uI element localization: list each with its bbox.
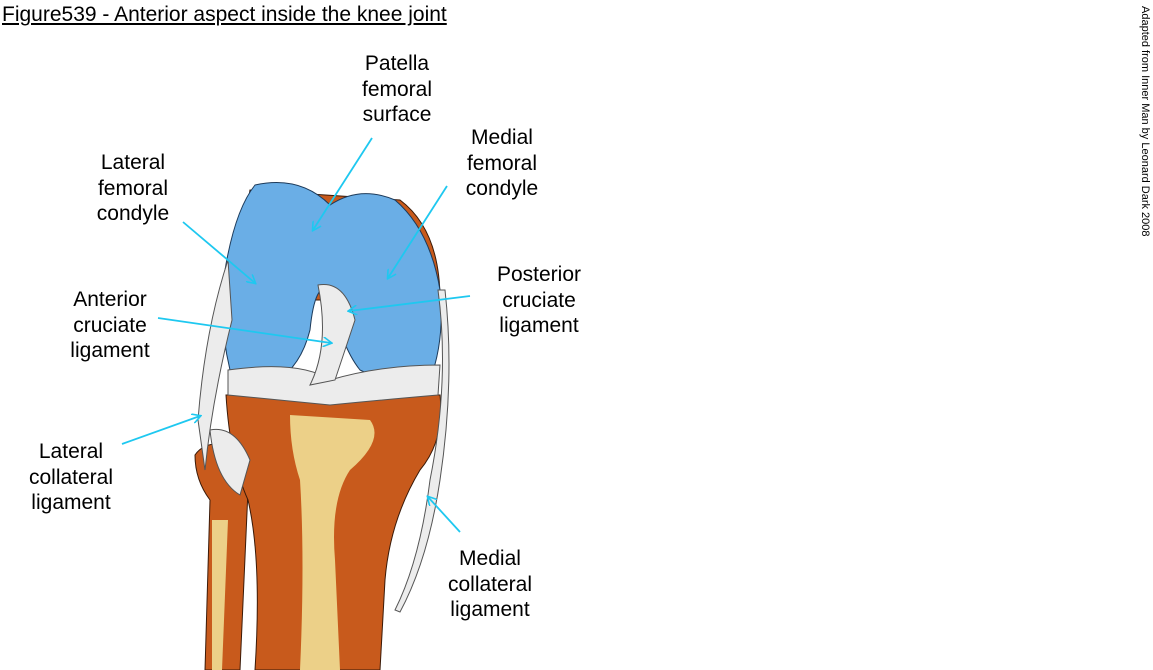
label-line: Anterior	[73, 288, 147, 311]
label-line: Lateral	[100, 151, 166, 174]
credit-text: Adapted from Inner Man by Leonard Dark 2…	[1139, 6, 1151, 237]
cruciate-ligaments	[309, 283, 356, 386]
label-line: collateral	[28, 465, 114, 489]
arrow-patella	[313, 137, 373, 230]
arrow-acl	[157, 317, 331, 343]
label-line: Patella	[364, 52, 430, 75]
label-line: collateral	[447, 572, 533, 596]
label-line: cruciate	[73, 313, 147, 337]
label-line: ligament	[450, 598, 530, 621]
label-line: Medial	[459, 547, 521, 570]
label-line: condyle	[465, 177, 539, 200]
meniscus	[227, 364, 441, 406]
label-line: ligament	[31, 491, 111, 514]
label-line: Medial	[471, 126, 533, 149]
label-line: ligament	[499, 314, 579, 337]
label-line: femoral	[466, 151, 538, 175]
label-line: cruciate	[502, 288, 576, 312]
label-line: femoral	[97, 176, 169, 200]
figure-title: Figure539 - Anterior aspect inside the k…	[2, 3, 447, 26]
arrow-medial-condyle	[388, 185, 448, 278]
label-line: Posterior	[496, 263, 582, 286]
label-line: condyle	[96, 202, 170, 225]
medial-collateral	[394, 289, 450, 613]
label-line: ligament	[70, 339, 150, 362]
arrow-mcl	[428, 497, 461, 533]
arrow-pcl	[349, 295, 471, 311]
label-line: surface	[362, 103, 432, 126]
lateral-collateral	[197, 259, 233, 471]
label-line: femoral	[361, 77, 433, 101]
arrow-lcl	[121, 416, 200, 445]
label-line: Lateral	[38, 440, 104, 463]
arrow-lateral-condyle	[182, 221, 255, 283]
